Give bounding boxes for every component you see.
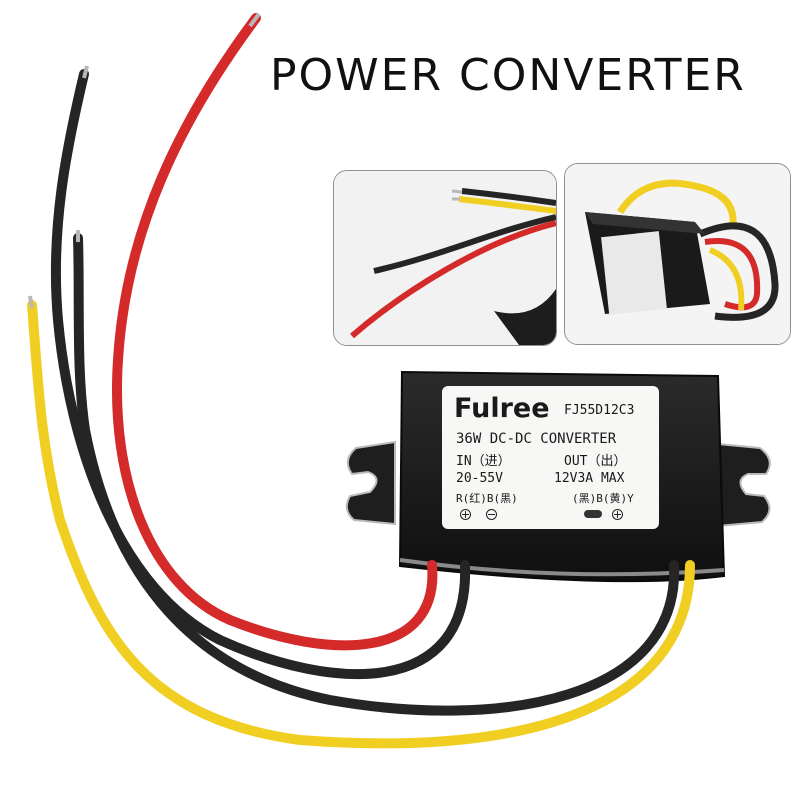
inset-wires-drawing: [334, 171, 556, 345]
mounting-flange-right: [717, 442, 771, 528]
inset-wires-photo: [333, 170, 557, 346]
terminal-stamp-icon: [584, 510, 602, 518]
inset-module-photo: [564, 163, 791, 345]
red-wire-tip: [248, 12, 261, 28]
red-input-wire: [112, 13, 438, 651]
housing-edge: [399, 558, 725, 577]
black-output-wire: [73, 233, 680, 716]
mounting-flange-left: [345, 440, 396, 526]
input-label: IN（进）: [456, 454, 511, 469]
page-title: POWER CONVERTER: [270, 50, 746, 101]
input-wires: R(红)B(黑): [456, 492, 518, 505]
spec-text: 36W DC-DC CONVERTER: [456, 431, 617, 447]
output-wires: (黑)B(黄)Y: [572, 492, 634, 505]
input-range: 20-55V: [456, 471, 503, 486]
output-label: OUT（出）: [564, 454, 627, 469]
black-wire-tip-1: [82, 65, 89, 79]
inset-module-drawing: [565, 164, 790, 344]
plus-terminal-icon: [460, 509, 471, 520]
brand-name: Fulree: [454, 393, 550, 424]
plus-terminal-icon: [612, 509, 623, 520]
converter-label: Fulree FJ55D12C3 36W DC-DC CONVERTER IN（…: [442, 386, 659, 529]
minus-terminal-icon: [486, 509, 497, 520]
yellow-wire-tip: [28, 295, 34, 309]
black-input-wire: [50, 69, 471, 680]
output-rating: 12V3A MAX: [554, 471, 625, 486]
model-number: FJ55D12C3: [564, 403, 635, 418]
yellow-wire: [27, 300, 695, 749]
